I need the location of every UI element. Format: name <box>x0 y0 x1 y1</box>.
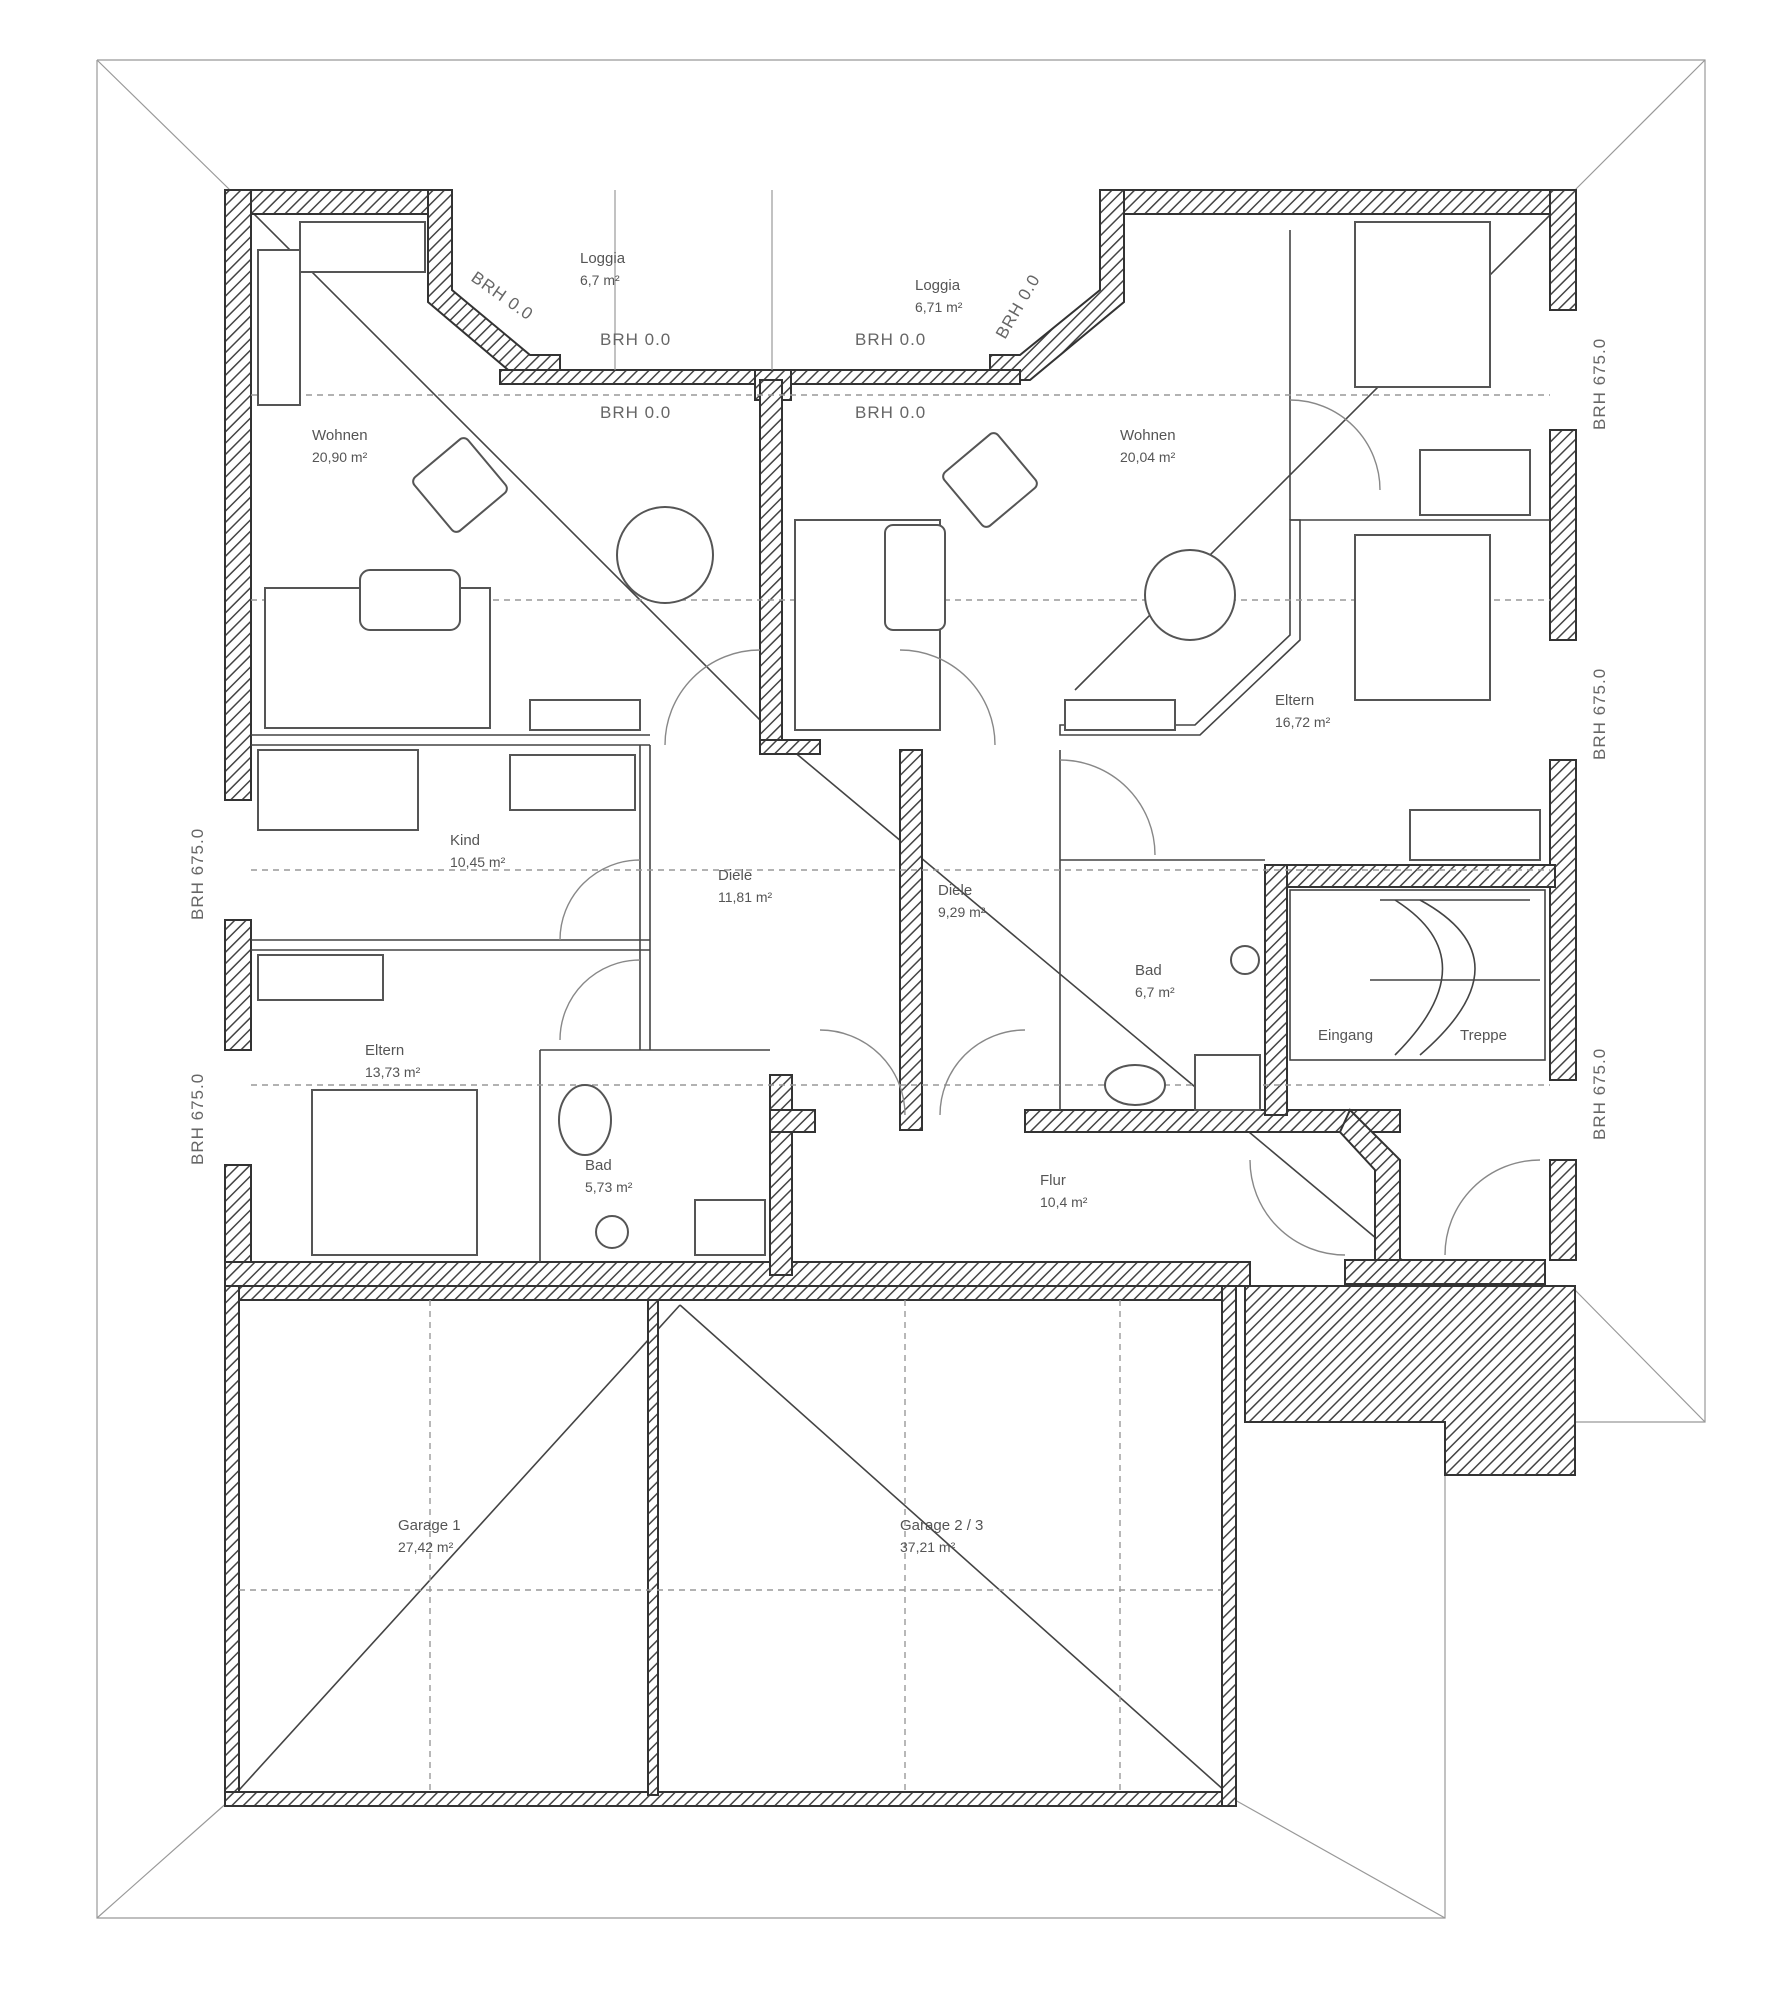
room-name: Wohnen <box>312 427 368 444</box>
room-name: Bad <box>1135 962 1162 979</box>
room-area: 6,7 m² <box>580 272 620 288</box>
brh-label: BRH 675.0 <box>188 1073 207 1165</box>
stair-label-right: Treppe <box>1460 1027 1507 1044</box>
brh-annotations: BRH 0.0 BRH 0.0 BRH 0.0 BRH 0.0 BRH 0.0 … <box>188 268 1609 1165</box>
room-name: Bad <box>585 1157 612 1174</box>
furniture <box>257 221 1541 1256</box>
room-area: 5,73 m² <box>585 1179 633 1195</box>
room-name: Loggia <box>580 250 626 267</box>
brh-label: BRH 675.0 <box>188 828 207 920</box>
brh-label: BRH 0.0 <box>855 330 926 349</box>
brh-label: BRH 675.0 <box>1590 338 1609 430</box>
room-area: 37,21 m² <box>900 1539 956 1555</box>
room-name: Eltern <box>1275 692 1314 709</box>
room-labels: Loggia 6,7 m² Loggia 6,71 m² Wohnen 20,9… <box>312 250 1507 1555</box>
brh-label: BRH 675.0 <box>1590 1048 1609 1140</box>
brh-label: BRH 0.0 <box>855 403 926 422</box>
room-name: Flur <box>1040 1172 1066 1189</box>
room-area: 16,72 m² <box>1275 714 1331 730</box>
brh-label: BRH 675.0 <box>1590 668 1609 760</box>
room-area: 20,90 m² <box>312 449 368 465</box>
room-name: Garage 2 / 3 <box>900 1517 983 1534</box>
room-area: 11,81 m² <box>718 889 773 905</box>
walls-upper <box>224 189 1577 1807</box>
room-area: 6,7 m² <box>1135 984 1175 1000</box>
brh-label: BRH 0.0 <box>600 330 671 349</box>
room-name: Garage 1 <box>398 1517 461 1534</box>
brh-label: BRH 0.0 <box>992 271 1044 342</box>
room-area: 10,45 m² <box>450 854 506 870</box>
room-area: 13,73 m² <box>365 1064 421 1080</box>
room-area: 6,71 m² <box>915 299 963 315</box>
room-name: Eltern <box>365 1042 404 1059</box>
brh-label: BRH 0.0 <box>600 403 671 422</box>
room-area: 9,29 m² <box>938 904 986 920</box>
room-name: Kind <box>450 832 480 849</box>
room-area: 10,4 m² <box>1040 1194 1088 1210</box>
door-swings <box>559 399 1541 1256</box>
room-name: Wohnen <box>1120 427 1176 444</box>
stair-label: Eingang <box>1318 1027 1373 1044</box>
room-area: 20,04 m² <box>1120 449 1176 465</box>
room-area: 27,42 m² <box>398 1539 454 1555</box>
staircase <box>1289 889 1546 1061</box>
room-name: Loggia <box>915 277 961 294</box>
room-name: Diele <box>938 882 972 899</box>
room-name: Diele <box>718 867 752 884</box>
